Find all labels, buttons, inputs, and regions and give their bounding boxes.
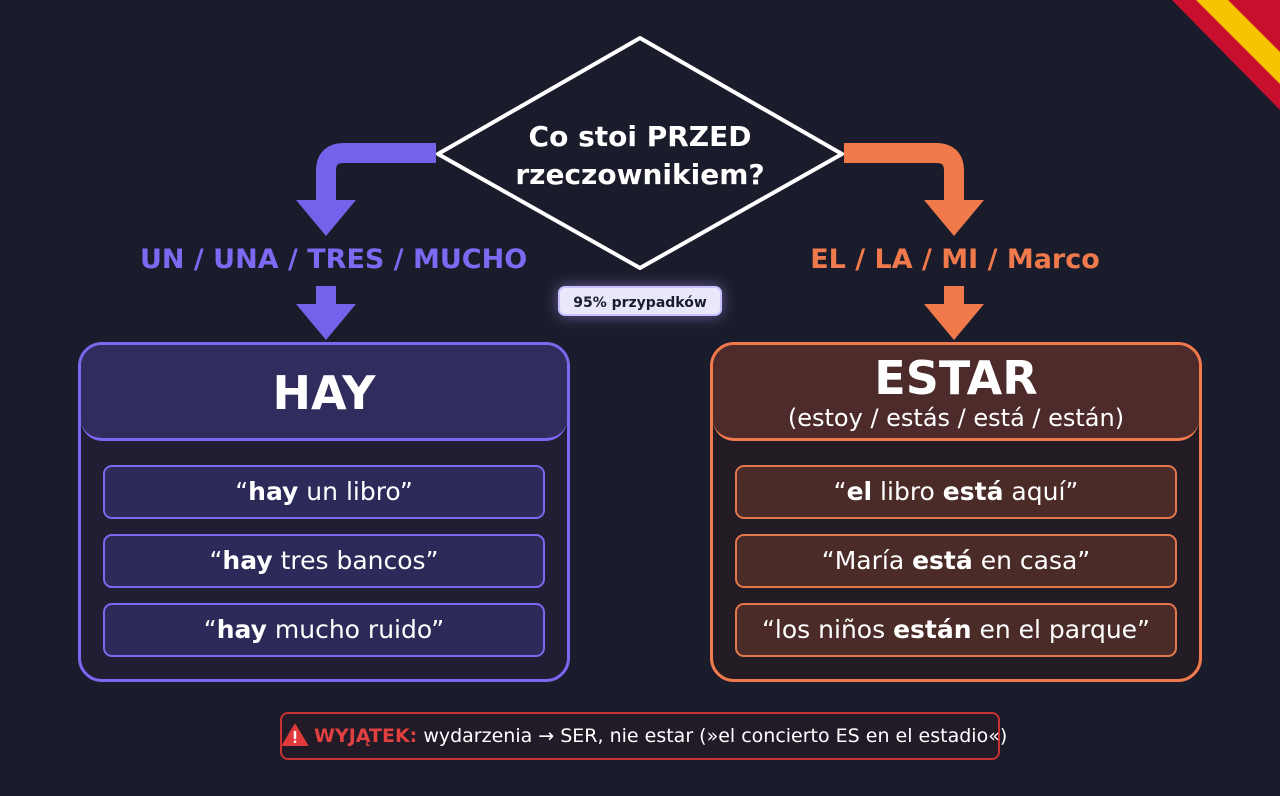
warning-icon [282,723,308,746]
exception-note: WYJĄTEK: wydarzenia → SER, nie estar (»e… [280,712,1007,760]
decision-diamond [436,36,844,270]
hay-example-2: “hay tres bancos” [103,534,545,588]
example-keyword: hay [222,546,273,575]
example-rest: tres bancos” [272,546,439,575]
estar-example-2: “María está en casa” [735,534,1177,588]
example-post: en casa” [972,546,1091,575]
example-post: en el parque” [971,615,1150,644]
question-line-2: rzeczownikiem? [515,158,765,191]
quote-open: “ [235,477,249,506]
hay-title: HAY [272,366,376,420]
example-keyword: hay [248,477,299,506]
left-branch-label: UN / UNA / TRES / MUCHO [140,244,528,275]
estar-panel: ESTAR (estoy / estás / está / están) “el… [710,342,1202,682]
estar-title: ESTAR [874,351,1038,405]
example-rest: un libro” [298,477,413,506]
estar-example-3: “los niños están en el parque” [735,603,1177,657]
hay-panel-header: HAY [81,345,567,441]
right-arrow [844,143,984,340]
quote-open: “ [209,546,223,575]
spanish-flag-icon [1172,0,1280,110]
example-keyword: hay [216,615,267,644]
right-branch-label: EL / LA / MI / Marco [810,244,1100,275]
percent-badge: 95% przypadków [558,286,722,316]
quote-open: “ [203,615,217,644]
example-post: aquí” [1003,477,1079,506]
estar-conjugations: (estoy / estás / está / están) [787,404,1125,432]
question-line-1: Co stoi PRZED [528,120,752,153]
exception-text: wydarzenia → SER, nie estar (»el concier… [417,725,1008,747]
example-verb: está [912,546,973,575]
exception-label: WYJĄTEK: [314,725,418,747]
example-rest: mucho ruido” [266,615,445,644]
hay-example-3: “hay mucho ruido” [103,603,545,657]
estar-panel-header: ESTAR (estoy / estás / está / están) [713,345,1199,441]
example-verb: está [942,477,1004,506]
decision-question: Co stoi PRZED rzeczownikiem? [470,118,810,194]
hay-panel: HAY “hay un libro” “hay tres bancos” “ha… [78,342,570,682]
example-pre: “ [833,477,847,506]
hay-example-1: “hay un libro” [103,465,545,519]
example-verb: están [893,615,972,644]
left-arrow [296,143,436,340]
example-keyword: el [846,477,873,506]
example-pre: “los niños [761,615,894,644]
estar-example-1: “el libro está aquí” [735,465,1177,519]
example-pre: “María [821,546,913,575]
example-mid: libro [872,477,943,506]
